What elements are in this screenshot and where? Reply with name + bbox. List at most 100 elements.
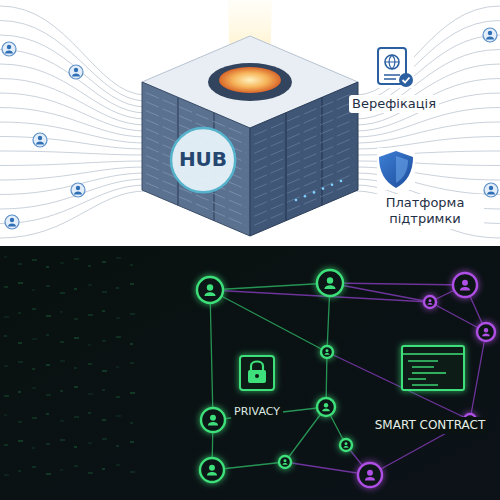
matrix-glyph [102,261,106,263]
user-ring [340,439,352,451]
matrix-glyph [18,391,21,393]
radial-line [0,64,146,119]
matrix-glyph [4,335,7,337]
matrix-glyph [4,256,7,258]
user-ring [321,346,333,358]
user-icon [5,215,19,229]
user-circle [2,42,16,56]
matrix-glyph [4,395,9,397]
matrix-glyph [102,419,106,421]
user-body [322,409,330,412]
user-head [210,415,216,421]
user-body [324,353,329,355]
radial-line [356,122,500,143]
user-circle [483,28,497,42]
user-ring [197,277,223,303]
user-body [460,287,470,290]
user-circle [33,133,47,147]
matrix-glyph [116,336,121,338]
code-line [412,372,446,373]
user-ring [201,408,225,432]
user-body [343,446,348,448]
user-head [489,186,493,190]
matrix-glyph [4,414,7,416]
matrix-glyph [32,368,35,370]
status-led [313,191,316,194]
lock-shackle [251,362,263,372]
code-lines [408,361,446,385]
server-left-face [142,82,250,236]
code-line [408,378,426,379]
matrix-glyph [18,440,23,442]
server-hub [142,36,358,236]
matrix-glyph [74,318,78,320]
matrix-glyph [60,390,63,392]
matrix-glyph [46,413,49,415]
rack-divider [285,113,287,221]
rack-slat [254,111,354,154]
user-ring [358,463,382,487]
matrix-glyph [18,312,21,314]
matrix-glyph [60,360,65,362]
lock-frame [240,356,274,390]
matrix-glyph [102,340,106,342]
matrix-glyph [74,337,79,339]
matrix-glyph [88,442,92,444]
rack-slat [254,183,354,226]
keyhole [255,374,259,378]
network-user [201,408,225,432]
matrix-glyph [130,264,133,266]
matrix-glyph [60,420,64,422]
network-user [321,346,333,358]
matrix-glyph [32,259,37,261]
user-ring [453,273,477,297]
radial-line [0,6,146,95]
user-body [487,192,495,195]
matrix-glyph [32,417,37,419]
matrix-glyph [4,444,8,446]
privacy-label: PRIVACY [231,404,283,420]
user-body [486,37,494,40]
matrix-glyph [88,344,91,346]
matrix-glyph [74,416,79,418]
user-head [345,442,348,445]
matrix-glyph [102,438,107,440]
matrix-glyph [74,465,78,467]
matrix-glyph [116,287,119,289]
user-circle [69,65,83,79]
matrix-glyph [60,341,64,343]
radial-lines [0,6,500,238]
rack-slat [254,156,354,199]
matrix-glyph [60,469,63,471]
code-line [412,366,434,367]
radial-line [0,21,146,102]
user-head [327,277,333,283]
network-user [317,270,343,296]
user-body [74,192,82,195]
matrix-glyph [130,422,133,424]
user-ring [317,270,343,296]
network-user [197,277,223,303]
user-ring [200,458,224,482]
radial-line [0,167,146,180]
code-line [412,384,438,385]
user-head [324,403,328,407]
user-circle [5,215,19,229]
user-body [427,303,432,305]
user-head [429,299,432,302]
user-body [8,224,16,227]
matrix-glyph [116,317,120,319]
rack-slat [254,174,354,217]
network-user [358,463,382,487]
matrix-glyph [46,285,50,287]
matrix-glyph [130,362,134,364]
globe-lines [385,55,399,69]
support-platform-label-box: Платформа підтримки [366,194,484,229]
matrix-glyph [130,283,134,285]
matrix-glyph [88,393,93,395]
matrix-glyph [46,443,50,445]
network-link [210,290,327,352]
user-body [5,51,13,54]
shield [379,151,413,188]
user-head [326,349,329,352]
